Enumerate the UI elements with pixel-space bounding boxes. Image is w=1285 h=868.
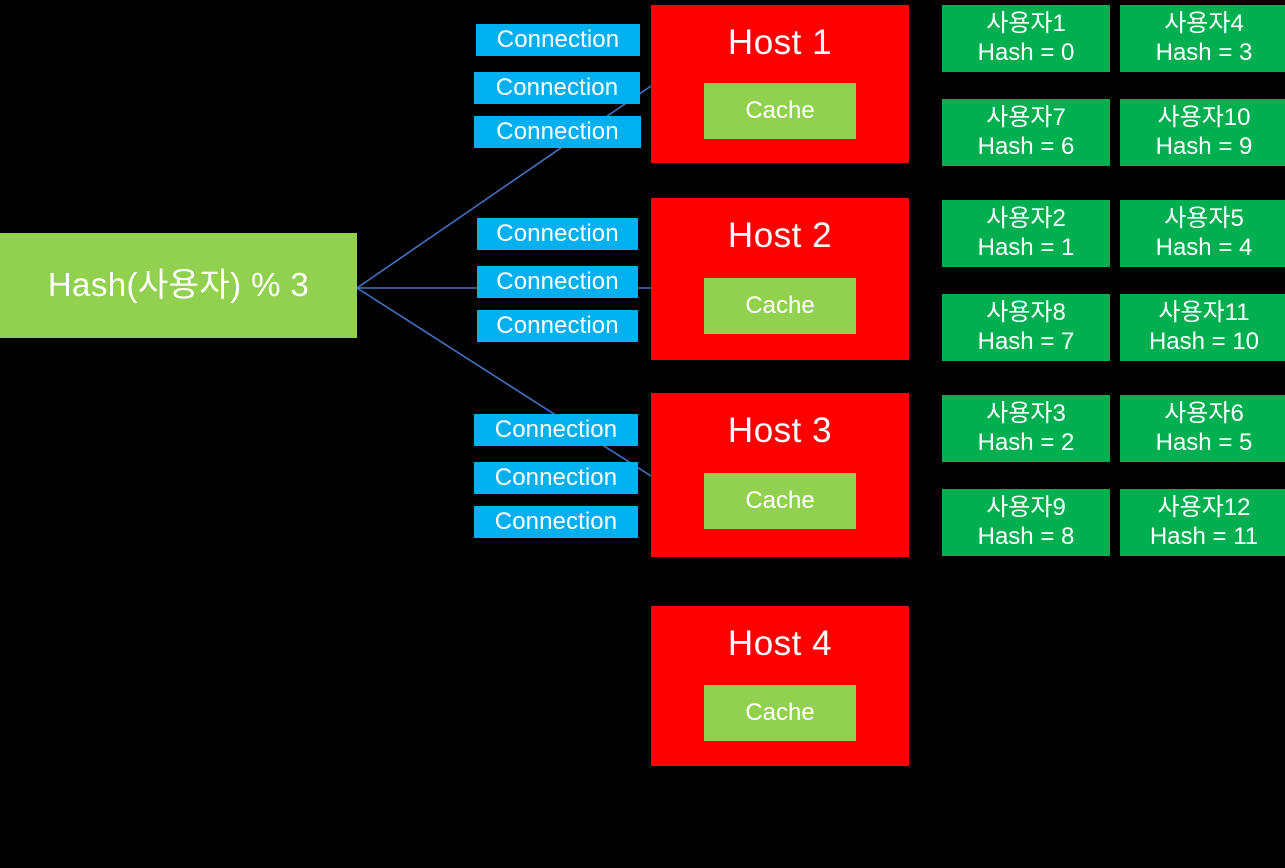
connection-label: Connection bbox=[495, 73, 619, 101]
user-box-8[interactable]: 사용자8 Hash = 7 bbox=[942, 294, 1110, 361]
cache-label: Cache bbox=[745, 96, 815, 124]
user-hash: Hash = 7 bbox=[977, 327, 1075, 355]
hash-source-box[interactable]: Hash(사용자) % 3 bbox=[0, 233, 357, 338]
user-name: 사용자8 bbox=[986, 299, 1066, 327]
connection-chip-host1-1[interactable]: Connection bbox=[476, 24, 640, 56]
user-hash: Hash = 2 bbox=[977, 428, 1075, 456]
user-hash: Hash = 10 bbox=[1148, 327, 1260, 355]
connection-chip-host1-3[interactable]: Connection bbox=[474, 116, 641, 148]
user-name: 사용자7 bbox=[986, 104, 1066, 132]
host-label: Host 2 bbox=[727, 216, 833, 255]
user-name: 사용자11 bbox=[1158, 299, 1250, 327]
user-hash: Hash = 9 bbox=[1155, 132, 1253, 160]
user-name: 사용자3 bbox=[986, 400, 1066, 428]
user-box-7[interactable]: 사용자7 Hash = 6 bbox=[942, 99, 1110, 166]
host-label: Host 1 bbox=[727, 23, 833, 62]
connection-chip-host2-1[interactable]: Connection bbox=[477, 218, 638, 250]
cache-box-host-3[interactable]: Cache bbox=[704, 473, 856, 529]
host-box-4[interactable]: Host 4 Cache bbox=[651, 606, 909, 766]
user-box-3[interactable]: 사용자3 Hash = 2 bbox=[942, 395, 1110, 462]
user-hash: Hash = 8 bbox=[977, 522, 1075, 550]
user-hash: Hash = 5 bbox=[1155, 428, 1253, 456]
user-hash: Hash = 6 bbox=[977, 132, 1075, 160]
cache-label: Cache bbox=[745, 698, 815, 726]
user-box-5[interactable]: 사용자5 Hash = 4 bbox=[1120, 200, 1285, 267]
user-hash: Hash = 1 bbox=[977, 233, 1075, 261]
user-name: 사용자6 bbox=[1164, 400, 1244, 428]
cache-box-host-2[interactable]: Cache bbox=[704, 278, 856, 334]
cache-box-host-1[interactable]: Cache bbox=[704, 83, 856, 139]
cache-label: Cache bbox=[745, 291, 815, 319]
cache-box-host-4[interactable]: Cache bbox=[704, 685, 856, 741]
connection-label: Connection bbox=[494, 463, 618, 491]
user-name: 사용자2 bbox=[986, 205, 1066, 233]
user-box-1[interactable]: 사용자1 Hash = 0 bbox=[942, 5, 1110, 72]
user-box-2[interactable]: 사용자2 Hash = 1 bbox=[942, 200, 1110, 267]
host-box-2[interactable]: Host 2 Cache bbox=[651, 198, 909, 360]
connection-label: Connection bbox=[496, 311, 619, 339]
user-name: 사용자1 bbox=[986, 10, 1066, 38]
connection-chip-host1-2[interactable]: Connection bbox=[474, 72, 640, 104]
user-box-10[interactable]: 사용자10 Hash = 9 bbox=[1120, 99, 1285, 166]
user-hash: Hash = 3 bbox=[1155, 38, 1253, 66]
connection-label: Connection bbox=[496, 219, 619, 247]
connection-label: Connection bbox=[494, 507, 618, 535]
user-box-4[interactable]: 사용자4 Hash = 3 bbox=[1120, 5, 1285, 72]
connection-chip-host3-2[interactable]: Connection bbox=[474, 462, 638, 494]
user-hash: Hash = 0 bbox=[977, 38, 1075, 66]
user-box-9[interactable]: 사용자9 Hash = 8 bbox=[942, 489, 1110, 556]
user-name: 사용자12 bbox=[1157, 494, 1251, 522]
user-name: 사용자5 bbox=[1164, 205, 1244, 233]
connection-label: Connection bbox=[496, 267, 619, 295]
connection-chip-host3-3[interactable]: Connection bbox=[474, 506, 638, 538]
hash-source-label: Hash(사용자) % 3 bbox=[47, 266, 310, 304]
user-box-6[interactable]: 사용자6 Hash = 5 bbox=[1120, 395, 1285, 462]
connection-chip-host2-3[interactable]: Connection bbox=[477, 310, 638, 342]
connection-label: Connection bbox=[496, 25, 620, 53]
host-box-1[interactable]: Host 1 Cache bbox=[651, 5, 909, 163]
user-box-11[interactable]: 사용자11 Hash = 10 bbox=[1120, 294, 1285, 361]
user-name: 사용자9 bbox=[986, 494, 1066, 522]
connection-chip-host3-1[interactable]: Connection bbox=[474, 414, 638, 446]
user-hash: Hash = 4 bbox=[1155, 233, 1253, 261]
cache-label: Cache bbox=[745, 486, 815, 514]
host-label: Host 3 bbox=[727, 411, 833, 450]
connection-chip-host2-2[interactable]: Connection bbox=[477, 266, 638, 298]
connection-label: Connection bbox=[496, 117, 619, 145]
user-box-12[interactable]: 사용자12 Hash = 11 bbox=[1120, 489, 1285, 556]
user-name: 사용자4 bbox=[1164, 10, 1244, 38]
connection-label: Connection bbox=[494, 415, 618, 443]
host-box-3[interactable]: Host 3 Cache bbox=[651, 393, 909, 557]
host-label: Host 4 bbox=[727, 624, 833, 663]
user-name: 사용자10 bbox=[1157, 104, 1251, 132]
user-hash: Hash = 11 bbox=[1149, 522, 1259, 550]
